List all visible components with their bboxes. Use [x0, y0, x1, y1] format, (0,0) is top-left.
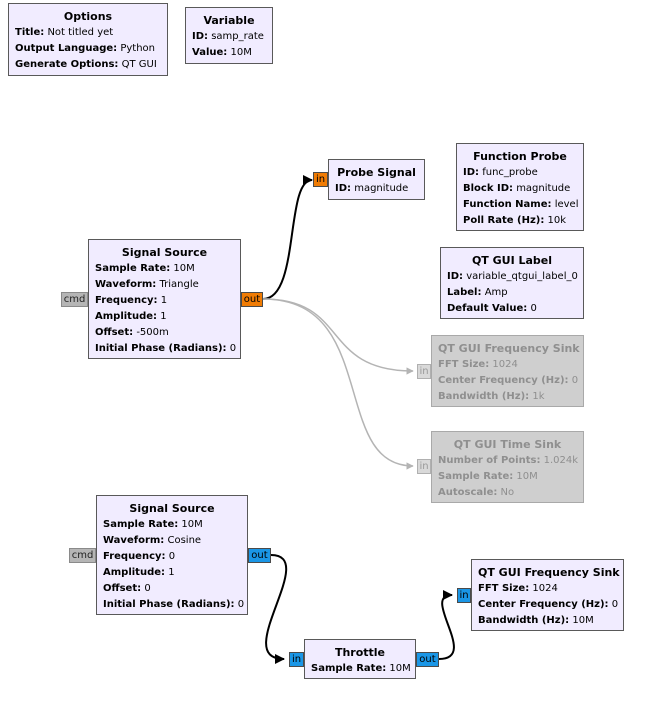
block-title: QT GUI Label: [471, 254, 553, 267]
throttle-in-port[interactable]: in: [289, 652, 304, 667]
block-param: FFT Size: 1024: [478, 583, 558, 594]
block-param: Title: Not titled yet: [15, 27, 114, 38]
block-param: Label: Amp: [447, 287, 508, 298]
block-title: QT GUI Frequency Sink: [438, 342, 580, 355]
block-param: ID: samp_rate: [192, 31, 264, 42]
block-title: Throttle: [334, 646, 386, 659]
block-param: FFT Size: 1024: [438, 359, 518, 370]
block-param: Default Value: 0: [447, 303, 537, 314]
block-param: Waveform: Cosine: [103, 535, 202, 546]
block-param: Center Frequency (Hz): 0: [438, 375, 579, 386]
block-title: QT GUI Time Sink: [453, 438, 562, 451]
block-param: ID: func_probe: [463, 167, 538, 178]
block-param: Value: 10M: [192, 47, 252, 58]
signal-source-block-cosine[interactable]: Signal Source Sample Rate: 10M Waveform:…: [96, 495, 248, 615]
block-param: Amplitude: 1: [103, 567, 175, 578]
block-param: Sample Rate: 10M: [103, 519, 203, 530]
wire-source2-to-throttle: [265, 554, 288, 664]
qt-gui-frequency-sink-block-disabled[interactable]: QT GUI Frequency Sink FFT Size: 1024 Cen…: [431, 335, 584, 407]
signal-source-out-port[interactable]: out: [241, 292, 263, 307]
block-param: Sample Rate: 10M: [95, 263, 195, 274]
block-param: Sample Rate: 10M: [311, 663, 411, 674]
block-param: Initial Phase (Radians): 0: [103, 599, 245, 610]
block-param: Number of Points: 1.024k: [438, 455, 579, 466]
block-param: Offset: -500m: [95, 327, 169, 338]
block-title: Function Probe: [473, 150, 567, 163]
block-title: Variable: [203, 14, 255, 27]
frequency-sink-disabled-in-port[interactable]: in: [417, 364, 431, 379]
wire-source1-to-freq-sink-disabled: [262, 298, 414, 375]
probe-signal-block[interactable]: Probe Signal ID: magnitude: [328, 159, 425, 200]
block-param: Autoscale: No: [438, 487, 515, 498]
signal-source-out-port[interactable]: out: [248, 548, 271, 563]
block-param: Waveform: Triangle: [95, 279, 199, 290]
probe-signal-in-port[interactable]: in: [313, 172, 328, 187]
time-sink-disabled-in-port[interactable]: in: [417, 459, 431, 474]
signal-source-block-triangle[interactable]: Signal Source Sample Rate: 10M Waveform:…: [88, 239, 241, 359]
block-title: Probe Signal: [337, 166, 416, 179]
block-param: Frequency: 1: [95, 295, 168, 306]
variable-block[interactable]: Variable ID: samp_rate Value: 10M: [185, 7, 273, 64]
block-param: Sample Rate: 10M: [438, 471, 538, 482]
block-param: Initial Phase (Radians): 0: [95, 343, 237, 354]
wire-source1-to-probe: [262, 175, 313, 300]
block-title: Signal Source: [121, 246, 208, 259]
block-param: ID: magnitude: [335, 183, 409, 194]
qt-gui-label-block[interactable]: QT GUI Label ID: variable_qtgui_label_0 …: [440, 247, 584, 319]
block-param: ID: variable_qtgui_label_0: [447, 271, 578, 282]
signal-source-cmd-port[interactable]: cmd: [69, 548, 96, 563]
frequency-sink-in-port[interactable]: in: [457, 588, 471, 603]
block-param: Block ID: magnitude: [463, 183, 571, 194]
block-param: Offset: 0: [103, 583, 151, 594]
block-param: Frequency: 0: [103, 551, 176, 562]
qt-gui-time-sink-block-disabled[interactable]: QT GUI Time Sink Number of Points: 1.024…: [431, 431, 584, 503]
block-title: Options: [63, 10, 113, 23]
wire-throttle-to-freq-sink: [438, 590, 455, 660]
block-param: Poll Rate (Hz): 10k: [463, 215, 567, 226]
block-param: Generate Options: QT GUI: [15, 59, 157, 70]
throttle-block[interactable]: Throttle Sample Rate: 10M: [304, 639, 416, 679]
block-title: Signal Source: [129, 502, 215, 515]
wire-source1-to-time-sink-disabled: [262, 298, 414, 470]
throttle-out-port[interactable]: out: [416, 652, 439, 667]
options-block[interactable]: Options Title: Not titled yet Output Lan…: [8, 3, 168, 76]
qt-gui-frequency-sink-block[interactable]: QT GUI Frequency Sink FFT Size: 1024 Cen…: [471, 559, 624, 631]
block-title: QT GUI Frequency Sink: [478, 566, 620, 579]
function-probe-block[interactable]: Function Probe ID: func_probe Block ID: …: [456, 143, 584, 231]
block-param: Output Language: Python: [15, 43, 156, 54]
block-param: Amplitude: 1: [95, 311, 167, 322]
block-param: Function Name: level: [463, 199, 579, 210]
block-param: Bandwidth (Hz): 10M: [478, 615, 594, 626]
block-param: Center Frequency (Hz): 0: [478, 599, 619, 610]
signal-source-cmd-port[interactable]: cmd: [61, 292, 88, 307]
block-param: Bandwidth (Hz): 1k: [438, 391, 545, 402]
